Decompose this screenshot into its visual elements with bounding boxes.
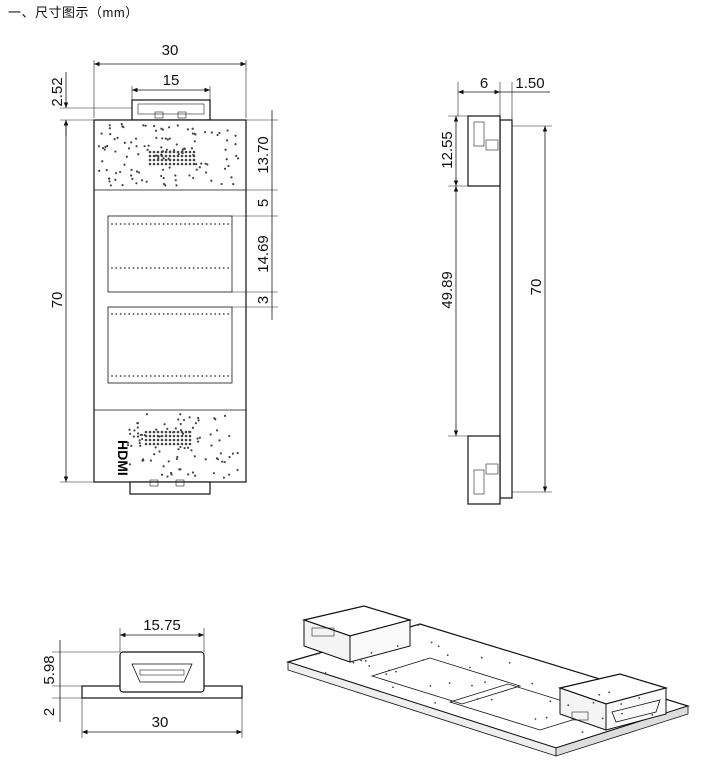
dim-front-gap-mid: 3 bbox=[255, 296, 272, 304]
dim-side-connector-depth: 6 bbox=[480, 75, 488, 92]
dim-end-total-width: 30 bbox=[152, 714, 169, 731]
end-hdmi-connector bbox=[119, 651, 205, 693]
side-board bbox=[499, 119, 513, 499]
hdmi-logo-text: HDMI bbox=[115, 440, 131, 476]
front-view: HDMI 30 15 2.52 70 13.70 5 14.69 3 bbox=[49, 42, 278, 495]
dim-front-connector-width: 15 bbox=[163, 72, 180, 89]
iso-board-vias bbox=[314, 624, 654, 734]
dim-front-total-height: 70 bbox=[49, 292, 66, 309]
dim-side-total-height: 70 bbox=[528, 279, 545, 296]
top-connector-tab bbox=[131, 99, 211, 121]
end-view: 15.75 5.98 2 30 bbox=[41, 617, 243, 738]
dim-end-connector-height: 5.98 bbox=[41, 655, 58, 684]
dim-front-gap-top: 5 bbox=[255, 199, 272, 207]
dim-side-board-thickness: 1.50 bbox=[515, 75, 544, 92]
dim-side-connector-length: 12.55 bbox=[439, 131, 456, 169]
dim-side-middle-length: 49.89 bbox=[439, 271, 456, 309]
dim-end-connector-width: 15.75 bbox=[143, 617, 181, 634]
dim-end-board-height: 2 bbox=[41, 708, 58, 716]
dim-front-tab-height: 2.52 bbox=[49, 77, 66, 106]
isometric-view bbox=[285, 605, 691, 757]
memory-chip-upper bbox=[107, 215, 233, 293]
dim-front-chip-height: 14.69 bbox=[255, 235, 272, 273]
bottom-connector-tab bbox=[129, 481, 211, 495]
dim-front-top-section: 13.70 bbox=[255, 136, 272, 174]
memory-chip-lower bbox=[107, 306, 233, 384]
page-title: 一、尺寸图示（mm） bbox=[8, 5, 139, 20]
side-view: 6 1.50 12.55 49.89 70 bbox=[439, 75, 552, 505]
dim-front-width: 30 bbox=[162, 42, 179, 59]
board-vias bbox=[97, 122, 240, 479]
board-outline bbox=[93, 119, 247, 483]
